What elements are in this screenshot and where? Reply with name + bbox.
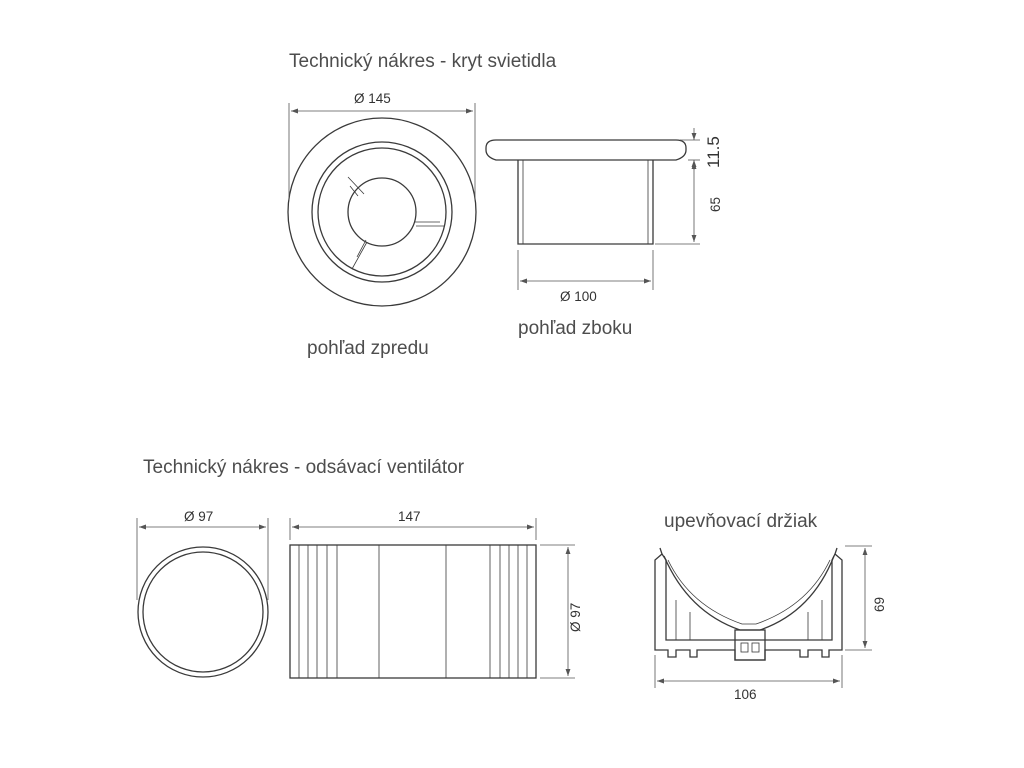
body-height-dimension: 65 — [655, 162, 723, 245]
fan-body-view — [289, 544, 537, 679]
rim-height-label: 11.5 — [704, 136, 723, 168]
front-view-caption: pohľad zpredu — [307, 338, 429, 359]
fan-length-dimension: 147 — [289, 509, 537, 540]
bracket-caption: upevňovací držiak — [664, 511, 818, 532]
fan-diameter-dimension: Ø 97 — [540, 544, 583, 679]
bracket-height-label: 69 — [872, 597, 887, 612]
cover-side-view — [485, 139, 687, 245]
fan-ring-view — [137, 546, 269, 678]
fan-diameter-label: Ø 97 — [568, 603, 583, 632]
bracket-view — [654, 547, 843, 661]
fan-length-label: 147 — [398, 509, 421, 524]
cover-title: Technický nákres - kryt svietidla — [289, 51, 557, 72]
bracket-height-dimension: 69 — [845, 545, 887, 651]
fan-title: Technický nákres - odsávací ventilátor — [143, 457, 465, 478]
bracket-width-label: 106 — [734, 687, 757, 702]
ring-diameter-label: Ø 97 — [184, 509, 213, 524]
front-diameter-dimension: Ø 145 — [288, 91, 476, 200]
front-diameter-label: Ø 145 — [354, 91, 391, 106]
side-view-caption: pohľad zboku — [518, 318, 632, 339]
bracket-width-dimension: 106 — [654, 655, 843, 702]
side-diameter-dimension: Ø 100 — [517, 250, 654, 304]
body-height-label: 65 — [708, 197, 723, 212]
side-diameter-label: Ø 100 — [560, 289, 597, 304]
ring-diameter-dimension: Ø 97 — [136, 509, 269, 600]
cover-front-view — [287, 117, 477, 307]
